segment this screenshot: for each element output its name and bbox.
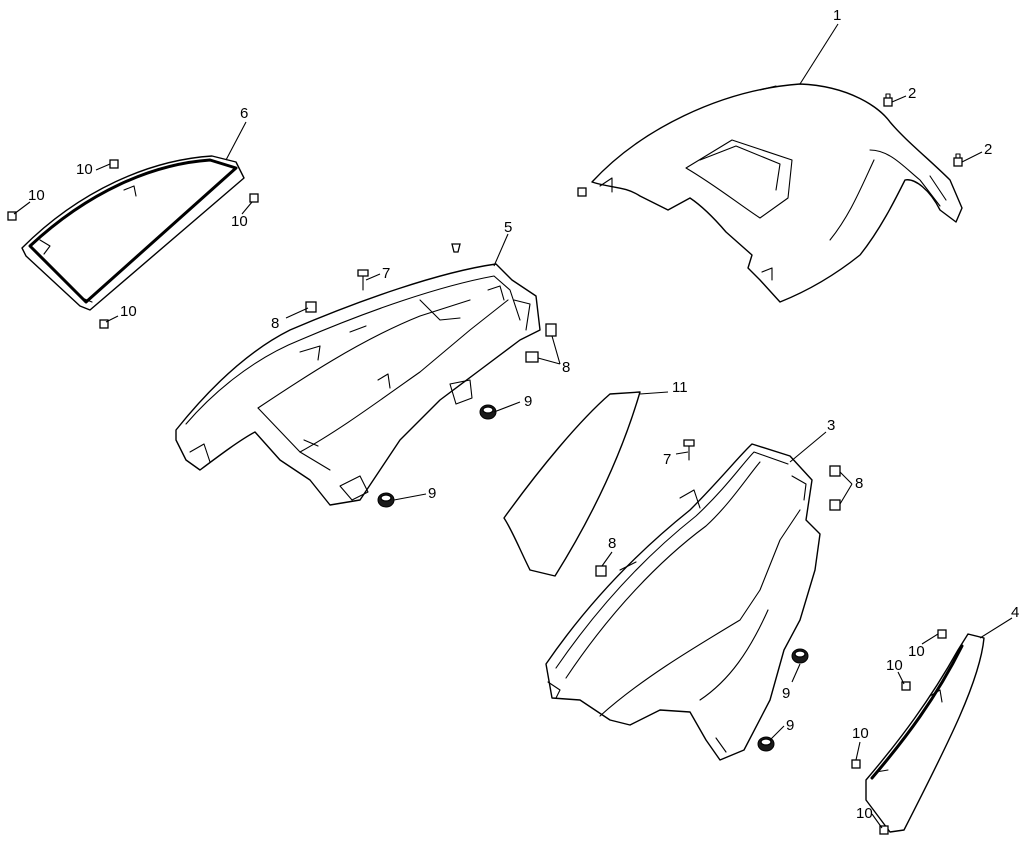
screw-loose	[451, 243, 461, 253]
callout-10-h: 10	[856, 805, 873, 822]
fastener-2-top	[883, 93, 893, 107]
callout-10-e: 10	[908, 643, 925, 660]
callout-7-upper: 7	[382, 265, 390, 282]
part-11-pad	[503, 391, 641, 577]
fastener-10-a	[109, 159, 119, 169]
callout-10-c: 10	[231, 213, 248, 230]
callout-9-d: 9	[786, 717, 794, 734]
clip-8-right-a	[829, 465, 841, 477]
callout-9-a: 9	[524, 393, 532, 410]
grommet-9-d	[757, 736, 775, 752]
fastener-2-right	[953, 153, 963, 167]
callout-3: 3	[827, 417, 835, 434]
callout-8-right: 8	[855, 475, 863, 492]
callout-10-b: 10	[28, 187, 45, 204]
callout-labels: 1 2 2 3 4 5 6 7 7 8 8 8 8 9 9 9 9 10 10 …	[28, 7, 1019, 822]
callout-7-lower: 7	[663, 451, 671, 468]
callout-5: 5	[504, 219, 512, 236]
fastener-10-f	[901, 681, 911, 691]
fastener-10-e	[937, 629, 947, 639]
part-3-side-cover-right	[545, 443, 821, 761]
callout-8-mid: 8	[562, 359, 570, 376]
clip-8-left	[305, 301, 317, 313]
clip-8-right-b	[829, 499, 841, 511]
fastener-10-c	[249, 193, 259, 203]
callout-2-top: 2	[908, 85, 916, 102]
fastener-10-d	[99, 319, 109, 329]
fastener-10-h	[879, 825, 889, 835]
clip-8-mid-b	[525, 351, 539, 363]
callout-10-d: 10	[120, 303, 137, 320]
grommet-9-a	[479, 404, 497, 420]
fastener-2-left	[577, 187, 587, 197]
fastener-10-b	[7, 211, 17, 221]
callout-8-left: 8	[271, 315, 279, 332]
grommet-9-c	[791, 648, 809, 664]
callout-9-b: 9	[428, 485, 436, 502]
callout-10-f: 10	[886, 657, 903, 674]
callout-6: 6	[240, 105, 248, 122]
callout-10-a: 10	[76, 161, 93, 178]
clip-8-lower	[595, 565, 607, 577]
callout-2-right: 2	[984, 141, 992, 158]
part-6-frame-panel	[21, 155, 245, 311]
leader-lines	[13, 23, 1013, 829]
callout-4: 4	[1011, 604, 1019, 621]
part-5-side-cover-left	[175, 263, 541, 506]
callout-8-lower: 8	[608, 535, 616, 552]
screw-7-lower	[683, 439, 695, 461]
grommet-9-b	[377, 492, 395, 508]
callout-11: 11	[672, 379, 688, 396]
fastener-10-g	[851, 759, 861, 769]
clip-8-mid-a	[545, 323, 557, 337]
part-4-side-panel	[865, 633, 985, 833]
screw-7-upper	[357, 269, 369, 291]
callout-1: 1	[833, 7, 841, 24]
part-1-rear-top-cover	[591, 83, 963, 303]
callout-10-g: 10	[852, 725, 869, 742]
callout-9-c: 9	[782, 685, 790, 702]
